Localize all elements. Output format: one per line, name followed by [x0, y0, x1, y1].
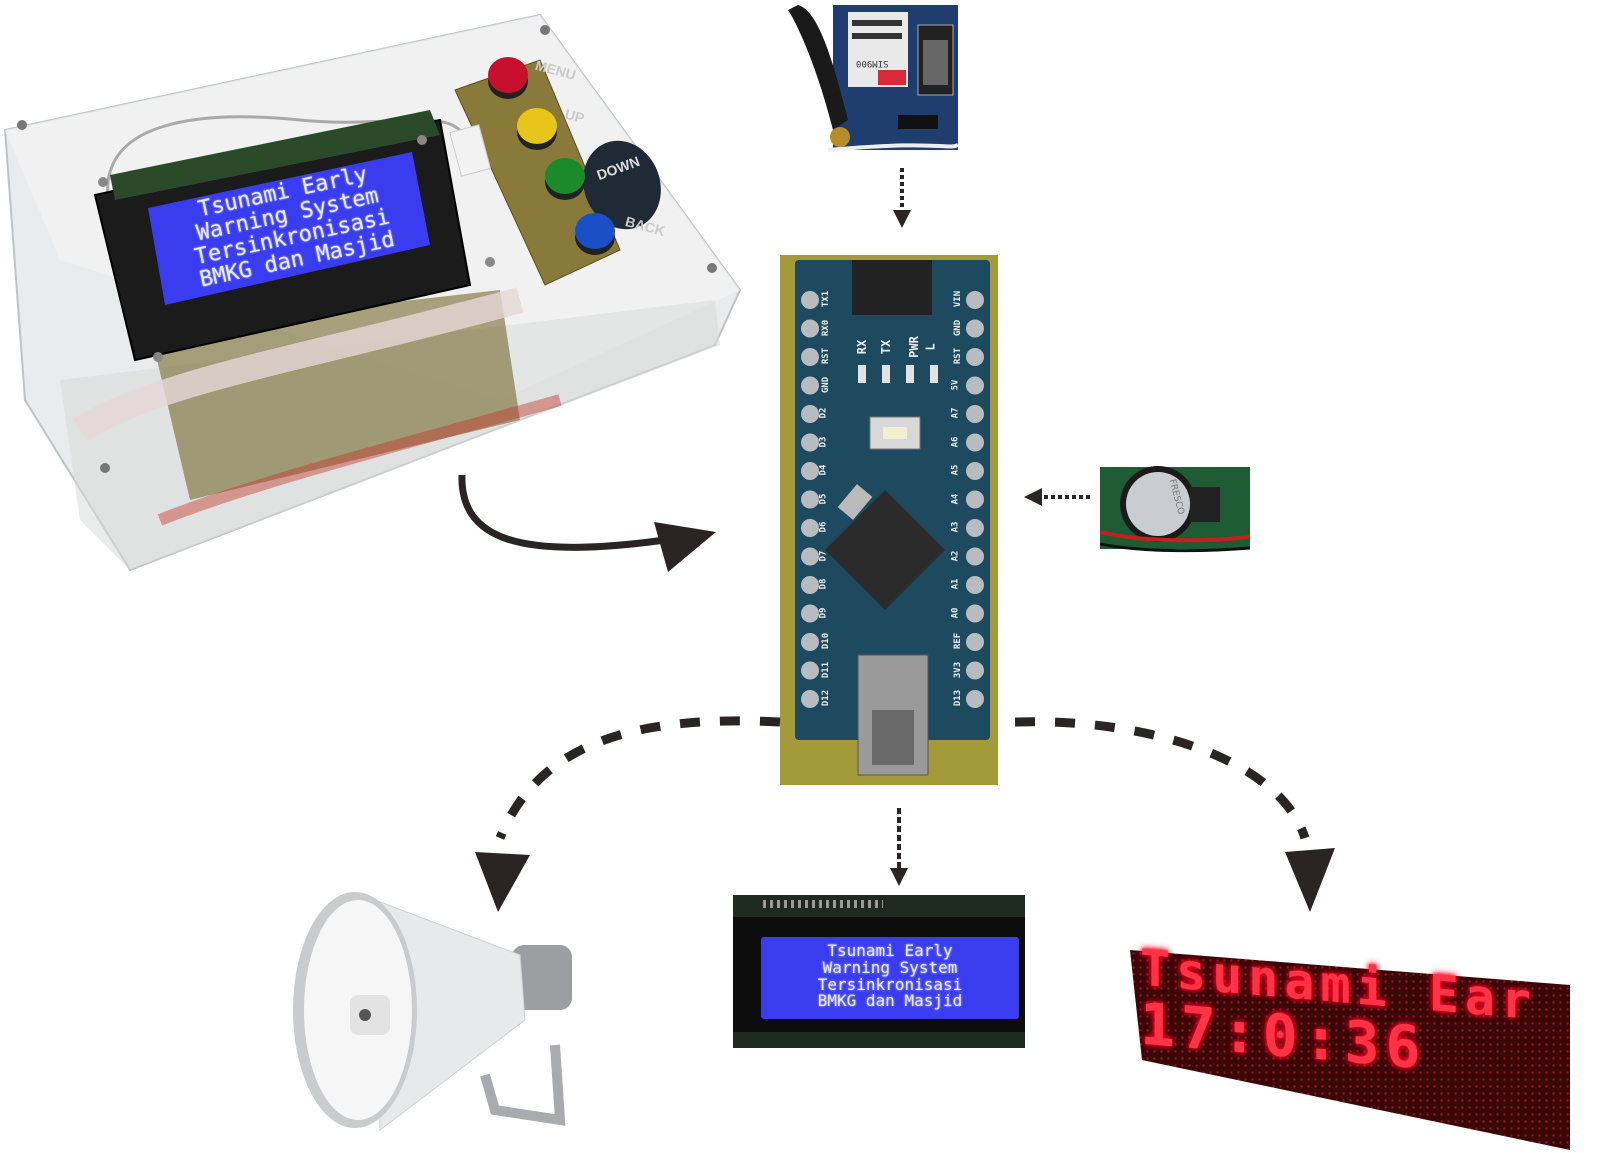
pin-rst-left: [801, 348, 819, 366]
lcd-output-header-pins: [763, 900, 883, 908]
pin-label: D2: [818, 407, 829, 419]
lcd-output-line-3: Tersinkronisasi: [817, 974, 963, 994]
pin-a7-right: [966, 405, 984, 423]
pin-label: D8: [818, 578, 829, 590]
pin-a1-right: [966, 576, 984, 594]
pin-label: D5: [818, 493, 829, 504]
pin-label: D4: [818, 464, 829, 476]
pin-a5-right: [966, 462, 984, 480]
pin-d8-left: [801, 576, 819, 594]
lcd-output-text: Tsunami Early Warning System Tersinkroni…: [761, 941, 1019, 1011]
back-button: [575, 213, 615, 249]
menu-button: [488, 57, 528, 93]
pin-label: VIN: [953, 290, 964, 308]
pin-ref-right: [966, 633, 984, 651]
enclosure-illustration: [3, 13, 742, 572]
pin-d3-left: [801, 433, 819, 452]
pin-label: TX1: [821, 290, 832, 308]
pin-label: D13: [953, 689, 964, 707]
pin-label: A7: [950, 407, 961, 419]
pin-a6-right: [966, 433, 984, 452]
down-button: [545, 158, 585, 194]
status-led: [858, 365, 866, 383]
led-matrix-node: Tsunami Ear 17:0:36: [1130, 939, 1600, 1150]
pin-label: GND: [953, 319, 964, 336]
pin-label: REF: [953, 632, 964, 650]
status-led: [930, 365, 938, 383]
led-label: TX: [879, 339, 894, 355]
pin-tx1-left: [801, 291, 819, 309]
pin-label: D10: [821, 632, 832, 650]
gsm-module-node: SIM900: [778, 0, 958, 152]
pin-a0-right: [966, 604, 984, 623]
pin-d6-left: [801, 519, 819, 537]
speaker-node: [280, 845, 580, 1145]
pin-d4-left: [801, 462, 819, 480]
pin-label: D6: [818, 521, 829, 533]
pin-vin-right: [966, 291, 984, 309]
lcd-output-line-1: Tsunami Early: [827, 941, 953, 960]
pin-label: A0: [950, 607, 961, 618]
pin-d7-left: [801, 547, 819, 566]
arrowhead-rtc-to-mcu: [1024, 488, 1042, 506]
pin-d10-left: [801, 633, 819, 651]
pin-label: GND: [821, 376, 832, 393]
pin-label: A5: [950, 464, 961, 476]
pin-label: D9: [818, 607, 829, 618]
led-label: L: [923, 343, 938, 351]
status-led: [882, 365, 890, 383]
pin-gnd-right: [966, 319, 984, 338]
pin-label: D3: [818, 436, 829, 447]
pin-label: A3: [950, 521, 961, 533]
arrowhead-mcu-to-lcd: [890, 868, 908, 886]
pin-rst-right: [966, 348, 984, 366]
pin-gnd-left: [801, 376, 819, 395]
pin-label: A4: [950, 493, 961, 504]
pin-d11-left: [801, 661, 819, 680]
pin-label: D7: [818, 550, 829, 561]
pin-label: D11: [821, 661, 832, 678]
pin-label: RST: [821, 347, 832, 365]
gsm-chip-text: SIM900: [856, 58, 889, 68]
arrowhead-mcu-to-led-matrix: [1285, 848, 1335, 912]
pin-5v-right: [966, 376, 984, 395]
pin-label: D12: [821, 689, 832, 707]
pin-label: A1: [950, 578, 961, 590]
lcd-output-screen: [761, 937, 1019, 1019]
lcd-output-line-4: BMKG dan Masjid: [817, 991, 963, 1011]
pin-label: A2: [950, 550, 961, 561]
pin-label: 5V: [950, 379, 961, 390]
pin-rx0-left: [801, 319, 819, 338]
pin-label: 3V3: [953, 661, 964, 678]
arrowhead-gsm-to-mcu: [893, 210, 911, 228]
led-matrix-panel: [1130, 950, 1570, 1150]
led-label: RX: [855, 339, 870, 355]
pin-label: RST: [953, 347, 964, 365]
up-button: [517, 108, 557, 144]
status-led: [906, 365, 914, 383]
pin-d9-left: [801, 604, 819, 623]
lcd-output-line-2: Warning System: [822, 957, 958, 977]
horn-speaker-illustration: [293, 892, 572, 1131]
gsm-module-illustration: [788, 5, 958, 152]
pin-a4-right: [966, 490, 984, 509]
arrow-mcu-to-speaker: [495, 716, 781, 840]
pin-3v3-right: [966, 661, 984, 680]
pin-d13-right: [966, 690, 984, 708]
rtc-module-illustration: [1100, 466, 1250, 553]
pin-d5-left: [801, 490, 819, 509]
arrow-mcu-to-led-matrix: [1014, 717, 1310, 840]
pin-label: RX0: [821, 319, 832, 336]
pin-d12-left: [801, 690, 819, 708]
led-label: PWR: [906, 336, 921, 358]
pin-d2-left: [801, 405, 819, 423]
pin-a2-right: [966, 547, 984, 566]
pin-label: A6: [950, 436, 961, 447]
enclosure-node: MENU UP DOWN BACK Tsunami Early Warning …: [0, 0, 760, 580]
lcd-output-node: Tsunami Early Warning System Tersinkroni…: [733, 895, 1025, 1048]
pin-a3-right: [966, 519, 984, 537]
arduino-nano-illustration: [780, 255, 998, 785]
rtc-module-node: FRESCO: [1100, 462, 1250, 554]
